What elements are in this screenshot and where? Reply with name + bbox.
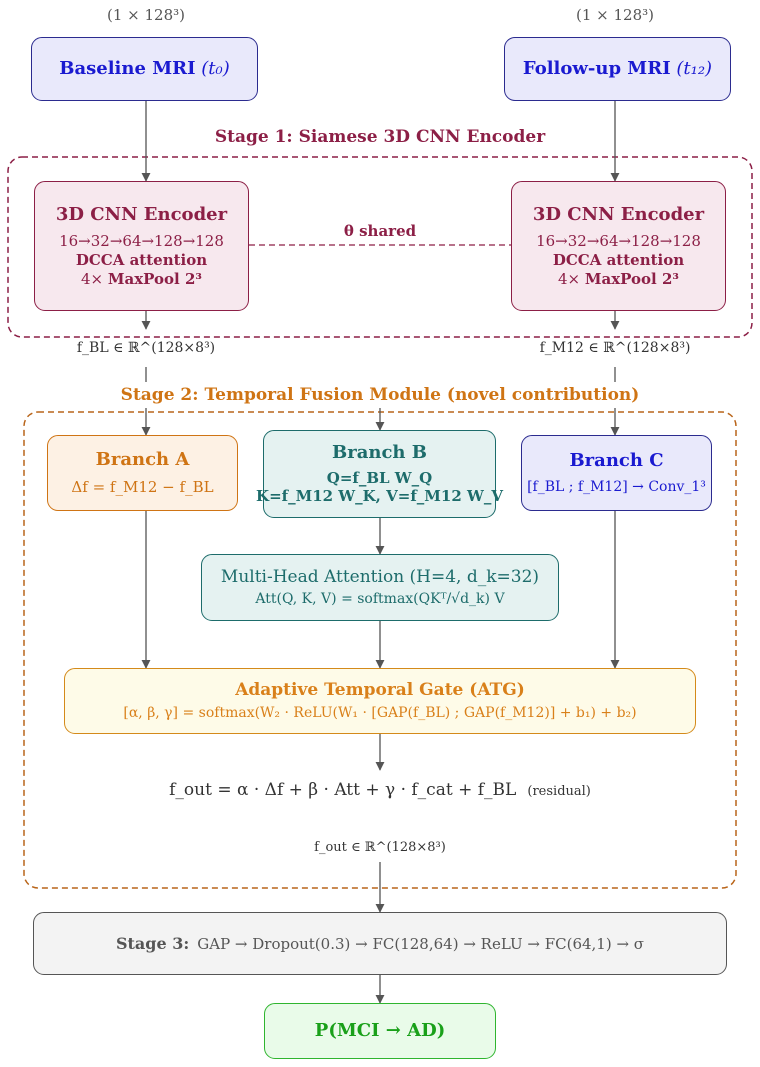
branch-a-box: Branch A Δf = f_M12 − f_BL bbox=[47, 435, 238, 511]
atg-formula: [α, β, γ] = softmax(W₂ · ReLU(W₁ · [GAP(… bbox=[123, 704, 637, 721]
mha-title: Multi-Head Attention (H=4, d_k=32) bbox=[220, 566, 540, 587]
encoder-right-box: 3D CNN Encoder 16→32→64→128→128 DCCA att… bbox=[511, 181, 726, 311]
branch-a-formula: Δf = f_M12 − f_BL bbox=[71, 477, 214, 496]
feature-bl-label: f_BL ∈ ℝ^(128×8³) bbox=[76, 340, 216, 356]
output-fusion-formula: f_out = α · Δf + β · Att + γ · f_cat + f… bbox=[169, 780, 591, 800]
shared-weights-label: θ shared bbox=[343, 222, 417, 240]
feature-m12-label: f_M12 ∈ ℝ^(128×8³) bbox=[539, 340, 691, 356]
encoder-right-title: 3D CNN Encoder bbox=[532, 203, 705, 225]
atg-title: Adaptive Temporal Gate (ATG) bbox=[235, 679, 525, 700]
stage3-pipeline: GAP → Dropout(0.3) → FC(128,64) → ReLU →… bbox=[197, 934, 645, 953]
encoder-right-pool: 4× MaxPool 2³ bbox=[558, 270, 679, 289]
baseline-dim-label: (1 × 128³) bbox=[107, 6, 185, 24]
encoder-left-channels: 16→32→64→128→128 bbox=[59, 232, 224, 251]
followup-dim-label: (1 × 128³) bbox=[576, 6, 654, 24]
stage3-box: Stage 3: GAP → Dropout(0.3) → FC(128,64)… bbox=[33, 912, 727, 975]
stage1-title: Stage 1: Siamese 3D CNN Encoder bbox=[214, 127, 546, 147]
followup-mri-time: (t₁₂) bbox=[676, 57, 713, 79]
encoder-right-attention: DCCA attention bbox=[552, 250, 685, 269]
branch-b-key-value: K=f_M12 W_K, V=f_M12 W_V bbox=[256, 487, 503, 506]
encoder-left-pool: 4× MaxPool 2³ bbox=[81, 270, 202, 289]
encoder-right-channels: 16→32→64→128→128 bbox=[536, 232, 701, 251]
atg-box: Adaptive Temporal Gate (ATG) [α, β, γ] =… bbox=[64, 668, 696, 734]
baseline-mri-title: Baseline MRI bbox=[59, 57, 196, 79]
branch-b-box: Branch B Q=f_BL W_Q K=f_M12 W_K, V=f_M12… bbox=[256, 430, 503, 518]
encoder-left-pool-prefix: 4× bbox=[81, 269, 104, 288]
stage2-title: Stage 2: Temporal Fusion Module (novel c… bbox=[120, 385, 640, 405]
branch-a-title: Branch A bbox=[95, 449, 190, 471]
followup-mri-box: Follow-up MRI (t₁₂) bbox=[504, 37, 731, 101]
mha-formula: Att(Q, K, V) = softmax(QKᵀ/√d_k) V bbox=[255, 590, 505, 607]
output-fusion-expression: f_out = α · Δf + β · Att + γ · f_cat + f… bbox=[169, 780, 517, 800]
branch-c-title: Branch C bbox=[569, 450, 664, 471]
baseline-mri-box: Baseline MRI (t₀) bbox=[31, 37, 258, 101]
encoder-left-box: 3D CNN Encoder 16→32→64→128→128 DCCA att… bbox=[34, 181, 249, 311]
branch-c-box: Branch C [f_BL ; f_M12] → Conv_1³ bbox=[521, 435, 712, 511]
branch-c-formula: [f_BL ; f_M12] → Conv_1³ bbox=[527, 478, 706, 495]
stage1-frame bbox=[7, 156, 753, 338]
output-residual-note: (residual) bbox=[527, 784, 591, 799]
prediction-box: P(MCI → AD) bbox=[264, 1003, 496, 1059]
branch-b-query: Q=f_BL W_Q bbox=[326, 468, 433, 487]
stage3-label: Stage 3: bbox=[115, 934, 190, 953]
mha-box: Multi-Head Attention (H=4, d_k=32) Att(Q… bbox=[201, 554, 559, 621]
output-feature-label: f_out ∈ ℝ^(128×8³) bbox=[314, 840, 446, 855]
encoder-right-pool-prefix: 4× bbox=[558, 269, 581, 288]
encoder-left-title: 3D CNN Encoder bbox=[55, 203, 228, 225]
baseline-mri-time: (t₀) bbox=[201, 57, 230, 79]
followup-mri-title: Follow-up MRI bbox=[522, 57, 671, 79]
prediction-text: P(MCI → AD) bbox=[314, 1019, 446, 1041]
encoder-left-pool-op: MaxPool 2³ bbox=[107, 269, 202, 288]
branch-b-title: Branch B bbox=[332, 442, 427, 463]
encoder-left-attention: DCCA attention bbox=[75, 250, 208, 269]
encoder-right-pool-op: MaxPool 2³ bbox=[584, 269, 679, 288]
